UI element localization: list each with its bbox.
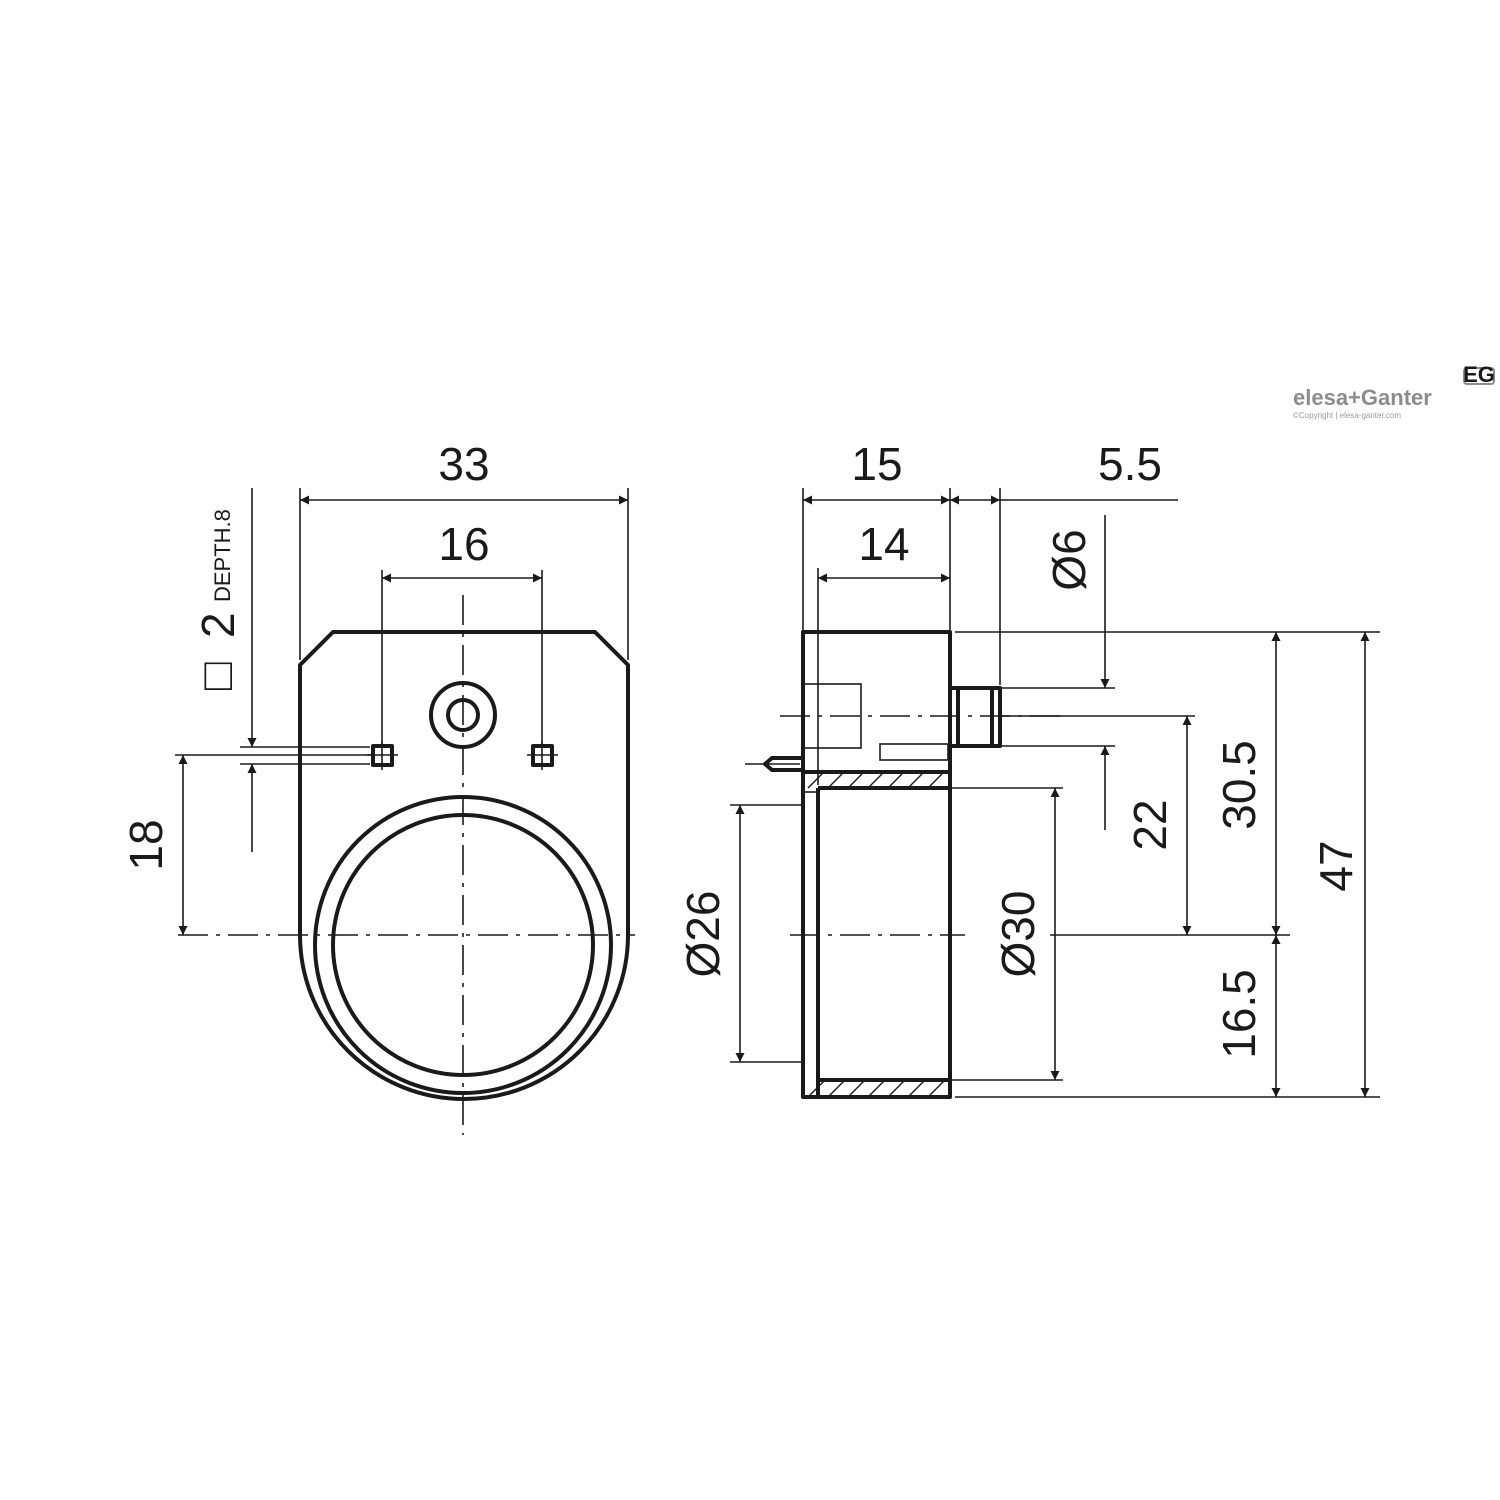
side-view: 15 14 5.5 Ø6 22 30.5 16.5 47: [677, 438, 1380, 1099]
hatch-top: [807, 773, 943, 789]
dim-hole-spacing-16: 16: [438, 518, 489, 570]
dim-total-height-47: 47: [1310, 840, 1362, 891]
front-body-outline: [298, 630, 630, 1101]
dim-inner-diameter: Ø26: [677, 891, 729, 978]
dim-pin-length-5-5: 5.5: [1098, 438, 1162, 490]
side-body-outline: [801, 630, 952, 1099]
brand-copyright: ©Copyright | elesa-ganter.com: [1293, 411, 1401, 420]
brand-name: elesa+Ganter: [1293, 385, 1432, 410]
square-symbol: □: [190, 662, 242, 690]
dim-inner-depth-14: 14: [858, 518, 909, 570]
hatch-bottom: [807, 1079, 946, 1098]
dim-offset-18: 18: [120, 819, 172, 870]
side-pin: [948, 686, 1002, 748]
hidden-slot: [879, 743, 949, 761]
depth-note: DEPTH.8: [210, 509, 235, 602]
square-size-2: 2: [192, 612, 244, 638]
dim-width-33: 33: [438, 438, 489, 490]
brand-logo: elesa+Ganter EG ©Copyright | elesa-gante…: [1293, 362, 1495, 420]
brand-badge: EG: [1463, 362, 1495, 387]
front-view: 33 16 18 □ 2 DEPTH.8: [120, 438, 635, 1135]
dim-outer-diameter: Ø30: [992, 891, 1044, 978]
dim-pin-diameter: Ø6: [1043, 529, 1095, 590]
dim-lower-height-16-5: 16.5: [1213, 969, 1265, 1059]
dim-pin-height-22: 22: [1124, 799, 1176, 850]
dim-upper-height-30-5: 30.5: [1213, 740, 1265, 830]
dim-depth-15: 15: [851, 438, 902, 490]
